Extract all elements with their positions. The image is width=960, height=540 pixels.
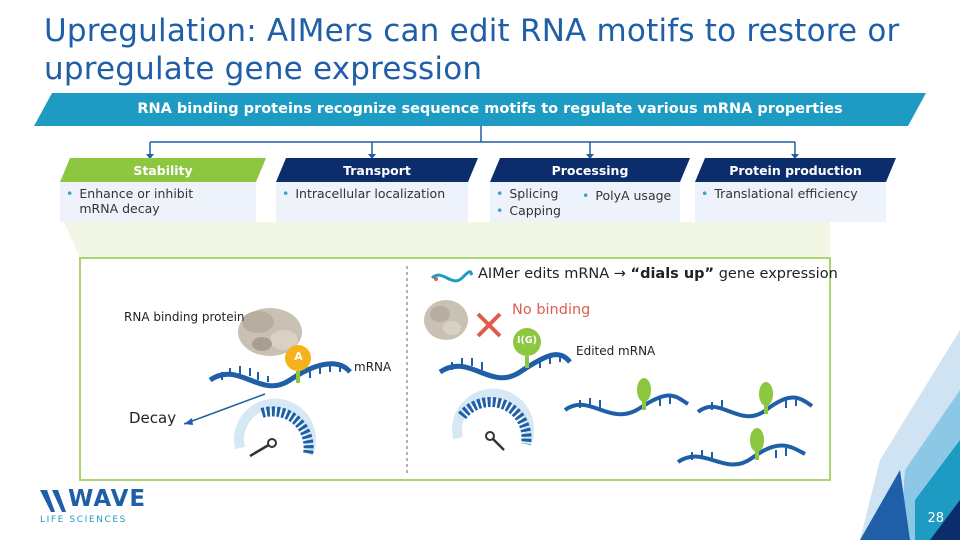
category-protein-production-label: Protein production [729, 163, 862, 178]
no-binding-label: No binding [512, 302, 591, 318]
processing-header [490, 158, 690, 182]
mrna-strand-icon [208, 361, 352, 389]
mrna-copy-3-icon [676, 428, 806, 467]
bullet-text: Splicing [509, 186, 559, 201]
edited-nucleotide-label: I(G) [516, 335, 538, 346]
bullet-text: PolyA usage [595, 188, 672, 203]
processing-bullet-splicing: • Splicing [496, 186, 558, 201]
base-pair-marker [296, 371, 300, 383]
bullet-dot: • [282, 186, 290, 201]
aimer-dot [434, 277, 438, 281]
connector-arrowheads [146, 154, 799, 159]
logo-wordmark: WAVE [68, 486, 147, 512]
transport-bullet: • Intracellular localization [282, 186, 462, 201]
expression-gauge-high-icon [452, 388, 534, 451]
processing-bullet-polya: • PolyA usage [582, 188, 671, 203]
transport-header [276, 158, 478, 182]
diagram-frame [79, 257, 831, 481]
slide-title: Upregulation: AIMers can edit RNA motifs… [44, 13, 900, 87]
logo-subtitle: LIFE SCIENCES [40, 515, 127, 525]
category-stability-label: Stability [133, 163, 193, 178]
aimer-header-bold: “dials up” [630, 266, 715, 282]
bullet-dot: • [496, 203, 504, 218]
bullet-text: Enhance or inhibit mRNA decay [79, 186, 194, 216]
page-number: 28 [927, 511, 944, 526]
bullet-text: Capping [509, 203, 561, 218]
stability-wedge [64, 222, 830, 258]
transport-body [276, 182, 468, 222]
rna-binding-protein-icon [238, 308, 302, 356]
bullet-dot: • [701, 186, 709, 201]
protein-production-body [695, 182, 886, 222]
aimer-header: AIMer edits mRNA → “dials up” gene expre… [478, 266, 838, 282]
nucleotide-a-label: A [294, 350, 303, 363]
rna-binding-protein-right-icon [424, 300, 468, 340]
banner-text: RNA binding proteins recognize sequence … [137, 101, 843, 117]
connector-lines [149, 126, 796, 157]
bullet-dot: • [496, 186, 504, 201]
bullet-text: Translational efficiency [714, 186, 858, 201]
banner-shape [34, 93, 926, 126]
aimer-header-suffix: gene expression [714, 266, 838, 282]
processing-bullet-capping: • Capping [496, 203, 561, 218]
processing-body [490, 182, 680, 222]
mrna-copy-2-icon [696, 382, 814, 419]
stability-header [60, 158, 266, 182]
stability-body [60, 182, 256, 222]
bullet-dot: • [582, 188, 590, 203]
rbp-label: RNA binding protein [124, 310, 245, 324]
stability-bullet: • Enhance or inhibit mRNA decay [66, 186, 246, 216]
wave-logo-mark [40, 490, 66, 512]
expression-gauge-low-icon [234, 398, 316, 458]
decor-triangle [930, 500, 960, 540]
edited-mrna-label: Edited mRNA [576, 344, 656, 358]
mrna-copy-1-icon [563, 378, 690, 417]
category-transport-label: Transport [343, 163, 411, 178]
edited-mrna-strand-icon [438, 352, 572, 381]
decay-arrow [183, 393, 266, 425]
no-binding-x-icon [476, 312, 502, 338]
protein-production-bullet: • Translational efficiency [701, 186, 858, 201]
protein-production-header [695, 158, 896, 182]
aimer-icon [430, 270, 474, 283]
bullet-dot: • [66, 186, 74, 201]
edited-base-marker [525, 356, 529, 368]
mrna-label: mRNA [354, 360, 392, 374]
bullet-text: Intracellular localization [295, 186, 446, 201]
decay-label: Decay [129, 409, 177, 427]
category-processing-label: Processing [551, 163, 629, 178]
decay-arrowhead [184, 418, 193, 425]
decor-triangle [860, 470, 910, 540]
nucleotide-a-icon [285, 345, 311, 371]
aimer-header-prefix: AIMer edits mRNA → [478, 266, 631, 282]
edited-nucleotide-icon [513, 328, 541, 356]
